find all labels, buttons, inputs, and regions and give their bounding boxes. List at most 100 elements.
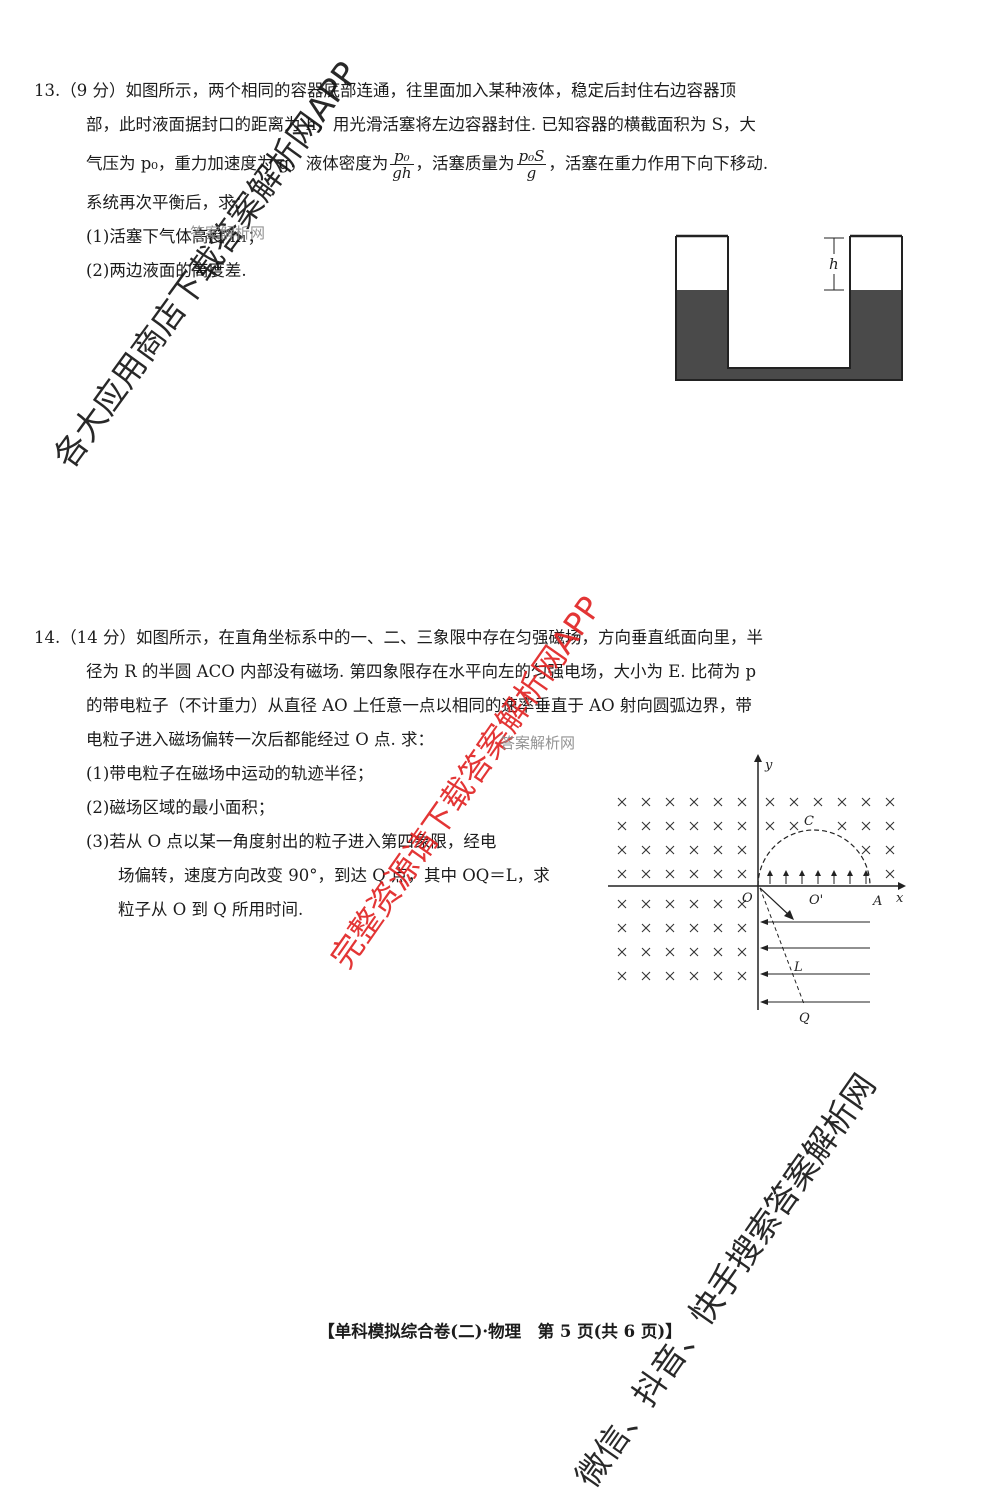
x-axis-arrow	[898, 882, 906, 890]
label-o-prime: O'	[809, 893, 823, 908]
field-cross	[617, 797, 627, 807]
container-outer-wall	[675, 236, 903, 381]
launch-arrowhead-small	[783, 870, 789, 876]
q13-line3-c: ，活塞在重力作用下向下移动.	[548, 154, 769, 173]
field-cross	[689, 971, 699, 981]
field-cross	[885, 821, 895, 831]
label-o: O	[742, 891, 753, 906]
q13-sub2: (2)两边液面的高度差.	[86, 261, 247, 280]
launch-arrowhead-small	[847, 870, 853, 876]
q13-sub1: (1)活塞下气体高度 h₁；	[86, 227, 264, 246]
density-num: p₀	[390, 148, 414, 165]
field-cross	[713, 797, 723, 807]
field-cross	[617, 899, 627, 909]
magnetic-field-crosses	[617, 797, 895, 981]
field-cross	[765, 821, 775, 831]
q14-sub3-l1: (3)若从 O 点以某一角度射出的粒子进入第四象限，经电	[86, 832, 497, 851]
field-cross	[789, 821, 799, 831]
y-axis-arrow	[754, 754, 762, 762]
launch-arrowhead-small	[831, 870, 837, 876]
field-cross	[689, 845, 699, 855]
h-label: h	[829, 255, 839, 273]
electric-field-arrowhead	[760, 999, 768, 1005]
container-inner-wall	[727, 236, 851, 369]
launch-arrowhead-small	[815, 870, 821, 876]
q14-line4: 电粒子进入磁场偏转一次后都能经过 O 点. 求：	[86, 730, 435, 749]
field-cross	[689, 869, 699, 879]
electric-field-arrowhead	[760, 919, 768, 925]
field-cross	[737, 797, 747, 807]
label-q: Q	[799, 1011, 810, 1024]
field-cross	[885, 845, 895, 855]
liquid-body	[676, 290, 902, 380]
field-cross	[737, 899, 747, 909]
field-cross	[665, 923, 675, 933]
q14-sub1: (1)带电粒子在磁场中运动的轨迹半径；	[86, 764, 374, 783]
label-c: C	[804, 814, 814, 829]
field-cross	[689, 947, 699, 957]
field-cross	[789, 797, 799, 807]
field-cross	[837, 821, 847, 831]
label-x: x	[896, 891, 904, 906]
q13-line2: 部，此时液面据封口的距离为 h，用光滑活塞将左边容器封住. 已知容器的横截面积为…	[86, 115, 756, 134]
field-cross	[765, 797, 775, 807]
field-cross	[737, 923, 747, 933]
field-cross	[665, 971, 675, 981]
q14-line2: 径为 R 的半圆 ACO 内部没有磁场. 第四象限存在水平向左的匀强电场，大小为…	[86, 662, 757, 681]
q13-line3-a: 气压为 p₀，重力加速度为 g，液体密度为	[86, 154, 389, 173]
q13-line1: 13.（9 分）如图所示，两个相同的容器底部连通，往里面加入某种液体，稳定后封住…	[34, 81, 736, 100]
particle-launch-arrows	[767, 870, 869, 884]
field-cross	[861, 845, 871, 855]
containers-figure: h	[675, 234, 903, 381]
field-cross	[813, 797, 823, 807]
field-cross	[689, 797, 699, 807]
electric-field-arrowhead	[760, 971, 768, 977]
question-14: 14.（14 分）如图所示，在直角坐标系中的一、二、三象限中存在匀强磁场，方向垂…	[34, 621, 910, 927]
field-cross	[713, 821, 723, 831]
field-cross	[885, 869, 895, 879]
field-cross	[641, 947, 651, 957]
field-cross	[641, 923, 651, 933]
question-13: 13.（9 分）如图所示，两个相同的容器底部连通，往里面加入某种液体，稳定后封住…	[34, 74, 910, 288]
electric-field-arrowhead	[760, 945, 768, 951]
mass-num: p₀S	[516, 147, 547, 165]
electric-field-lines	[760, 919, 870, 1005]
label-y: y	[764, 758, 773, 773]
launch-arrowhead-small	[799, 870, 805, 876]
field-cross	[837, 797, 847, 807]
field-cross	[861, 821, 871, 831]
label-a: A	[872, 894, 882, 909]
q14-sub2: (2)磁场区域的最小面积；	[86, 798, 275, 817]
field-cross	[737, 821, 747, 831]
field-cross	[641, 971, 651, 981]
field-cross	[689, 821, 699, 831]
field-cross	[737, 869, 747, 879]
field-cross	[641, 821, 651, 831]
q13-line4: 系统再次平衡后，求：	[86, 193, 251, 212]
field-cross	[713, 923, 723, 933]
field-cross	[885, 797, 895, 807]
field-cross	[713, 971, 723, 981]
field-cross	[617, 923, 627, 933]
label-l: L	[793, 960, 803, 975]
density-den: gh	[392, 164, 412, 182]
launch-arrowhead	[784, 910, 794, 920]
q14-sub3-l3: 粒子从 O 到 Q 所用时间.	[118, 900, 304, 919]
q14-line1: 14.（14 分）如图所示，在直角坐标系中的一、二、三象限中存在匀强磁场，方向垂…	[34, 628, 763, 647]
q13-line3-b: ，活塞质量为	[415, 154, 515, 173]
watermark-social-search: 微信、抖音、快手搜索答案解析网	[567, 1066, 884, 1495]
field-cross	[641, 797, 651, 807]
field-cross	[617, 869, 627, 879]
field-cross	[641, 899, 651, 909]
q14-sub3-l2: 场偏转，速度方向改变 90°，到达 Q 点，其中 OQ＝L，求	[118, 866, 550, 885]
q14-line3: 的带电粒子（不计重力）从直径 AO 上任意一点以相同的速率垂直于 AO 射向圆弧…	[86, 696, 752, 715]
launch-arrowhead-small	[863, 870, 869, 876]
field-cross	[641, 869, 651, 879]
field-cross	[641, 845, 651, 855]
page-footer: 【单科模拟综合卷(二)·物理 第 5 页(共 6 页)】	[318, 1322, 682, 1341]
field-cross	[713, 845, 723, 855]
launch-arrowhead-small	[767, 870, 773, 876]
field-cross	[617, 947, 627, 957]
